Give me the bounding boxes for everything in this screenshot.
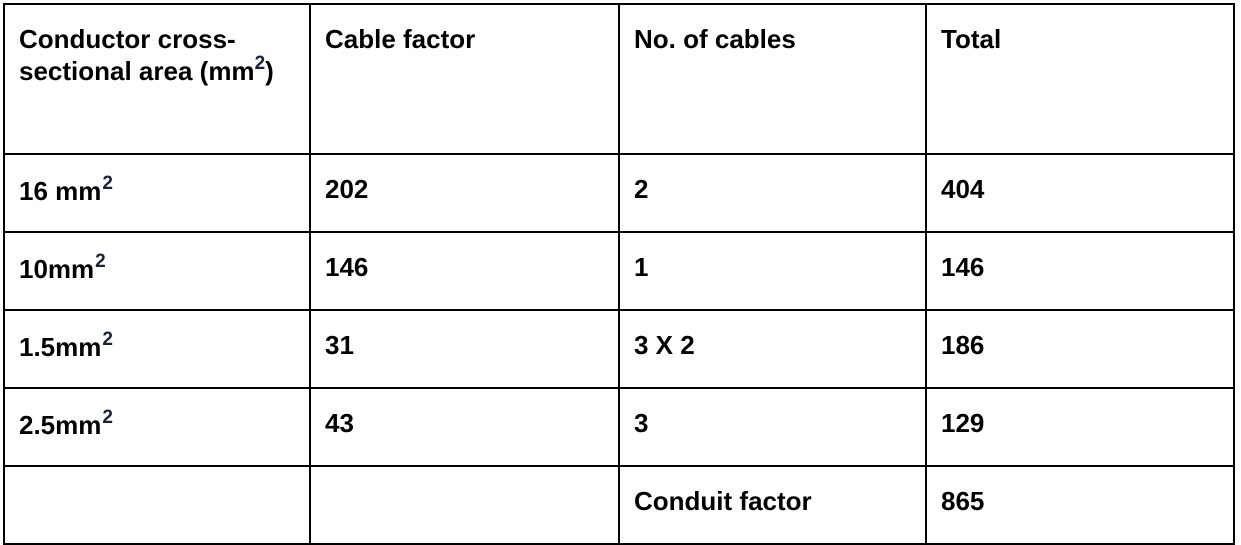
no-of-cables-cell: 3 bbox=[618, 387, 927, 467]
no-of-cables-cell: 2 bbox=[618, 153, 927, 233]
area-superscript: 2 bbox=[95, 251, 106, 272]
conduit-factor-total: 865 bbox=[925, 465, 1235, 545]
area-cell: 10mm2 bbox=[3, 231, 311, 311]
header-conductor-area-text: Conductor cross-sectional area (mm bbox=[19, 24, 255, 86]
table-row: 2.5mm2 43 3 129 bbox=[3, 387, 1235, 467]
area-superscript: 2 bbox=[102, 173, 113, 194]
area-superscript: 2 bbox=[102, 329, 113, 350]
footer-empty-factor-cell bbox=[309, 465, 620, 545]
table-footer-row: Conduit factor 865 bbox=[3, 465, 1235, 545]
total-cell: 146 bbox=[925, 231, 1235, 311]
header-total: Total bbox=[925, 3, 1235, 155]
area-cell: 1.5mm2 bbox=[3, 309, 311, 389]
header-close-paren: ) bbox=[265, 56, 274, 86]
table-row: 16 mm2 202 2 404 bbox=[3, 153, 1235, 233]
table-row: 10mm2 146 1 146 bbox=[3, 231, 1235, 311]
total-cell: 186 bbox=[925, 309, 1235, 389]
footer-empty-area-cell bbox=[3, 465, 311, 545]
header-cable-factor: Cable factor bbox=[309, 3, 620, 155]
no-of-cables-cell: 1 bbox=[618, 231, 927, 311]
total-cell: 129 bbox=[925, 387, 1235, 467]
area-cell: 2.5mm2 bbox=[3, 387, 311, 467]
area-cell: 16 mm2 bbox=[3, 153, 311, 233]
table-header-row: Conductor cross-sectional area (mm2) Cab… bbox=[3, 3, 1235, 155]
area-value: 1.5mm bbox=[19, 332, 102, 362]
area-value: 16 mm bbox=[19, 176, 102, 206]
header-no-of-cables: No. of cables bbox=[618, 3, 927, 155]
cable-factor-cell: 146 bbox=[309, 231, 620, 311]
total-cell: 404 bbox=[925, 153, 1235, 233]
area-value: 2.5mm bbox=[19, 410, 102, 440]
cable-factor-cell: 43 bbox=[309, 387, 620, 467]
area-superscript: 2 bbox=[102, 407, 113, 428]
no-of-cables-cell: 3 X 2 bbox=[618, 309, 927, 389]
table-row: 1.5mm2 31 3 X 2 186 bbox=[3, 309, 1235, 389]
header-conductor-area: Conductor cross-sectional area (mm2) bbox=[3, 3, 311, 155]
area-value: 10mm bbox=[19, 254, 95, 284]
header-superscript: 2 bbox=[254, 53, 266, 74]
cable-factor-cell: 31 bbox=[309, 309, 620, 389]
conduit-factor-label: Conduit factor bbox=[618, 465, 927, 545]
cable-factor-cell: 202 bbox=[309, 153, 620, 233]
conduit-factor-table: Conductor cross-sectional area (mm2) Cab… bbox=[3, 3, 1235, 545]
